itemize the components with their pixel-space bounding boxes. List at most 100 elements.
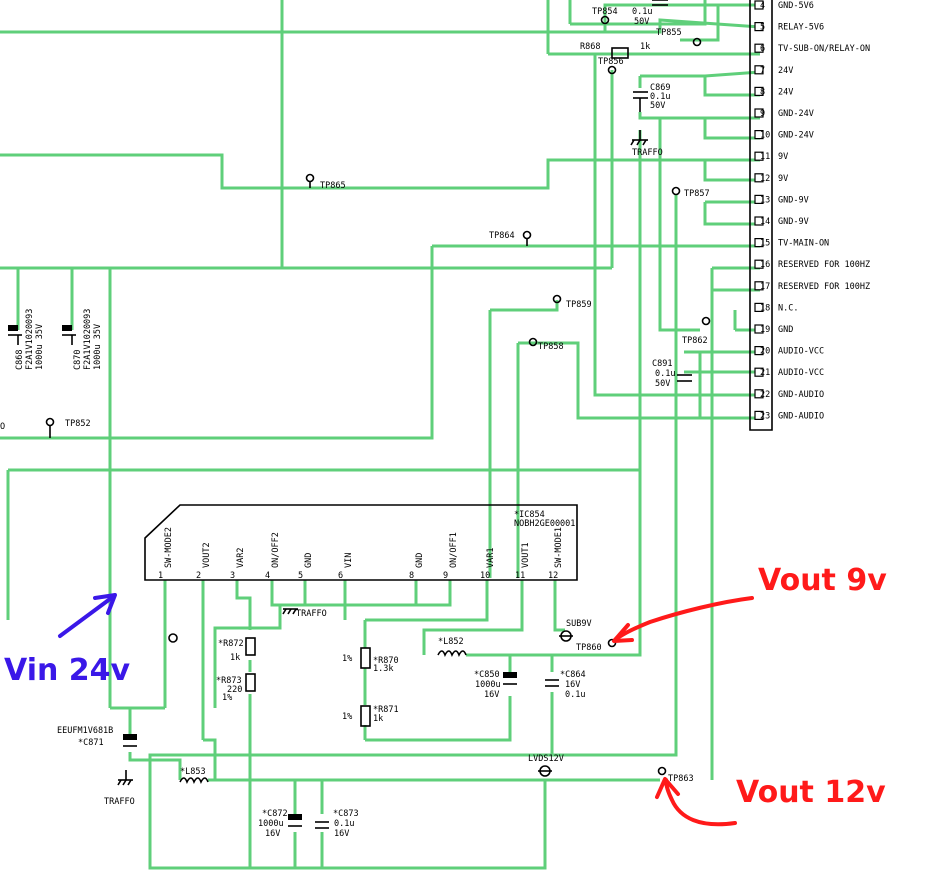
capacitor-c890: 0.1u 50V [632, 0, 668, 27]
capacitor-c871: EEUFM1V681B *C871 [57, 726, 137, 748]
c873-value: 0.1u [334, 819, 354, 829]
testpoint-tp860: TP860 [576, 638, 617, 653]
connector-pin-name: 24V [778, 87, 793, 97]
ic854-pin-number: 1 [158, 571, 163, 581]
connector-pin-number: 8 [760, 87, 765, 97]
tp852-label: TP852 [65, 419, 91, 429]
connector-pin-number: 7 [760, 66, 765, 76]
connector-pin-number: 20 [760, 347, 770, 357]
testpoints: TP854 TP855 TP856 TP865 TP857 TP864 TP85… [0, 7, 711, 784]
tp864-label: TP864 [489, 231, 515, 241]
lvds12v-label: LVDS12V [528, 754, 564, 764]
connector-pin-name: GND-5V6 [778, 1, 814, 11]
r868-ref: R868 [580, 42, 600, 52]
ic854-pin-number: 6 [338, 571, 343, 581]
r870-value: 1.3k [373, 664, 393, 674]
testpoint-sub9v: SUB9V [559, 619, 592, 642]
annotation-vin24: Vin 24v [4, 593, 131, 688]
c864-ref: *C864 [560, 670, 586, 680]
connector-pin-name: GND-AUDIO [778, 411, 824, 421]
testpoint-lvds12v: LVDS12V [528, 754, 564, 777]
connector-pin-number: 16 [760, 260, 770, 270]
ic854-pin-name: GND [304, 553, 314, 568]
connector-pin-box [754, 173, 764, 183]
ic854-pin-number: 11 [515, 571, 525, 581]
c870-ref: C870 [73, 350, 83, 370]
vin24-label: Vin 24v [4, 653, 131, 688]
c890-voltage: 50V [634, 17, 649, 27]
wires [0, 0, 761, 870]
annotation-vout12: Vout 12v [655, 775, 886, 827]
r872-ref: *R872 [218, 639, 244, 649]
capacitor-c850: *C850 1000u 16V [474, 670, 517, 700]
connector-pin-number: 11 [760, 152, 770, 162]
c850-ref: *C850 [474, 670, 500, 680]
c869-value: 0.1u [650, 92, 670, 102]
tp858-label: TP858 [538, 342, 564, 352]
connector-pin-box [754, 108, 764, 118]
c868-ref: C868 [15, 350, 25, 370]
connector-pin-box [754, 367, 764, 377]
ground-traffo-ic: TRAFFO [282, 608, 327, 619]
connector-pin-box [754, 302, 764, 312]
ic854-pin-number: 2 [196, 571, 201, 581]
ic854-pin-name: VOUT2 [202, 542, 212, 568]
capacitor-c872: *C872 1000u 16V [258, 809, 302, 839]
r873-tolerance: 1% [222, 693, 232, 703]
ic854: *IC854 NOBH2GE00001 [144, 504, 578, 581]
ic854-pin-4: 4ON/OFF2 [265, 532, 281, 581]
r873-ref: *R873 [216, 676, 242, 686]
ic854-pin-name: VAR1 [486, 548, 496, 568]
connector-pin-box [754, 324, 764, 334]
resistor-r868: R868 1k [580, 42, 650, 59]
ic854-pin-number: 4 [265, 571, 270, 581]
r873-value: 220 [227, 685, 242, 695]
c850-voltage: 16V [484, 690, 499, 700]
connector-pin-number: 10 [760, 131, 770, 141]
connector-pin-name: TV-SUB-ON/RELAY-ON [778, 44, 870, 54]
connector-pin-name: GND-24V [778, 109, 814, 119]
inductor-l852: *L852 [437, 637, 467, 657]
connector-pin-number: 18 [760, 303, 770, 313]
c873-voltage: 16V [334, 829, 349, 839]
r871-ref: *R871 [373, 705, 399, 715]
resistor-r873: *R873 220 1% [216, 673, 256, 703]
c870-value: 1000u 35V [93, 324, 103, 370]
connector-pin-name: GND-9V [778, 195, 809, 205]
connector-pin-box [754, 130, 764, 140]
tp856-label: TP856 [598, 57, 624, 67]
testpoint-tp858: TP858 [528, 337, 564, 352]
testpoint-tp852: TP852 O [0, 417, 91, 438]
c869-ref: C869 [650, 83, 670, 93]
connector-pin-name: 9V [778, 152, 788, 162]
r872-value: 1k [230, 653, 240, 663]
c872-ref: *C872 [262, 809, 288, 819]
resistor-r871: *R871 1k 1% [342, 705, 399, 727]
ic854-pin-name: VAR2 [236, 548, 246, 568]
connector-pin-number: 6 [760, 44, 765, 54]
connector-pin-box [754, 216, 764, 226]
c873-ref: *C873 [333, 809, 359, 819]
r870-ref: *R870 [373, 656, 399, 666]
connector-pin-box [754, 43, 764, 53]
vout12-label: Vout 12v [736, 775, 886, 810]
testpoint-tp862: TP862 [682, 316, 711, 346]
capacitor-c891: C891 0.1u 50V [652, 359, 692, 389]
c868-value: 1000u 35V [35, 324, 45, 370]
connector [749, 0, 773, 431]
c891-value: 0.1u [655, 369, 675, 379]
